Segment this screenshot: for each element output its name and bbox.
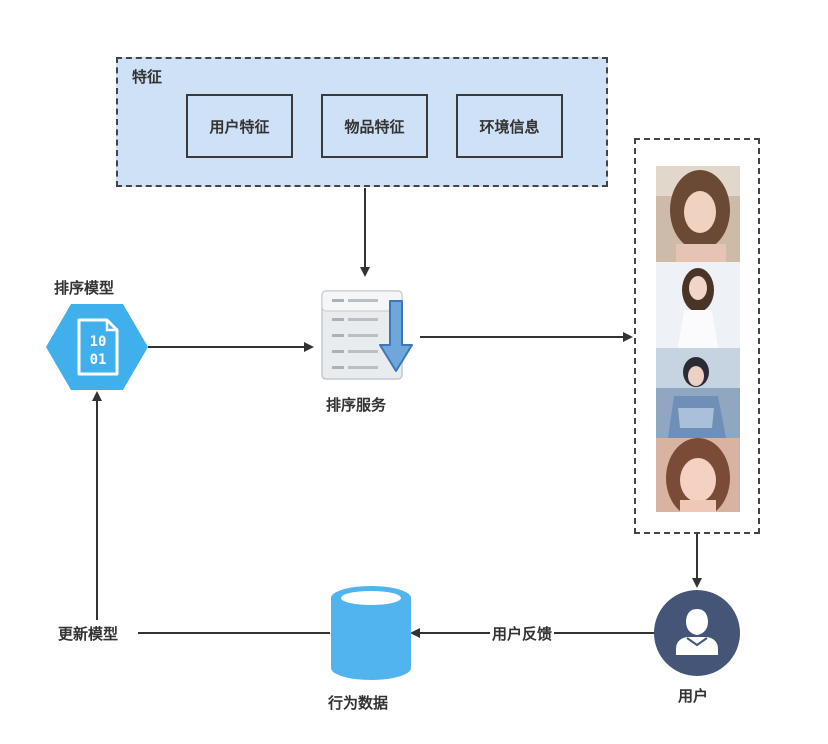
result-photo-3 bbox=[656, 348, 740, 438]
user-label: 用户 bbox=[678, 687, 709, 705]
result-photo-4 bbox=[656, 438, 740, 512]
binary-line-2: 01 bbox=[90, 352, 107, 368]
user-feedback-label: 用户反馈 bbox=[490, 623, 555, 644]
ranking-service-node bbox=[321, 290, 413, 380]
binary-line-1: 10 bbox=[90, 334, 107, 350]
behavior-data-label: 行为数据 bbox=[328, 694, 389, 712]
database-icon bbox=[331, 586, 411, 680]
ranking-service-label: 排序服务 bbox=[326, 396, 387, 414]
ranking-model-node: 10 01 bbox=[46, 304, 148, 390]
user-avatar-icon bbox=[676, 609, 718, 655]
binary-file-icon: 10 01 bbox=[77, 318, 119, 376]
result-photo-2 bbox=[656, 262, 740, 348]
result-photo-1 bbox=[656, 166, 740, 262]
update-model-label: 更新模型 bbox=[56, 623, 121, 644]
feature-item: 物品特征 bbox=[321, 94, 428, 158]
feature-user: 用户特征 bbox=[186, 94, 293, 158]
feature-context: 环境信息 bbox=[456, 94, 563, 158]
server-sort-icon bbox=[321, 290, 413, 380]
ranking-model-label: 排序模型 bbox=[54, 279, 115, 297]
user-node bbox=[654, 590, 740, 676]
behavior-data-node bbox=[331, 586, 411, 680]
feature-group-title: 特征 bbox=[132, 68, 163, 86]
